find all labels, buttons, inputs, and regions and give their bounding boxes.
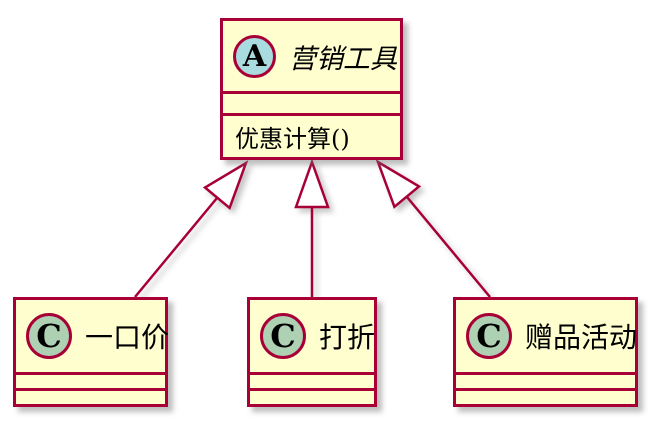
abstract-class-badge-icon: A bbox=[233, 34, 276, 78]
method-label: 优惠计算() bbox=[235, 125, 350, 153]
generalization-arrow-left bbox=[134, 160, 249, 298]
fields-compartment bbox=[250, 372, 374, 388]
class-badge-icon: C bbox=[466, 313, 512, 359]
class-badge-icon: C bbox=[26, 313, 72, 359]
class-title-compartment: C 打折 bbox=[250, 300, 376, 372]
fields-compartment bbox=[16, 372, 165, 388]
methods-compartment bbox=[456, 388, 635, 404]
class-name: 赠品活动 bbox=[525, 321, 638, 354]
class-title-compartment: C 一口价 bbox=[16, 300, 169, 372]
badge-letter: C bbox=[270, 317, 296, 355]
class-badge-icon: C bbox=[260, 313, 306, 359]
class-box-marketing-tool: A 营销工具 优惠计算() bbox=[220, 18, 403, 160]
generalization-arrow-right bbox=[375, 159, 491, 298]
class-box-gift-activity: C 赠品活动 bbox=[453, 297, 638, 407]
methods-compartment bbox=[250, 388, 374, 404]
class-box-fixed-price: C 一口价 bbox=[13, 297, 169, 407]
badge-letter: A bbox=[242, 38, 267, 74]
class-title-compartment: C 赠品活动 bbox=[456, 300, 638, 372]
class-name: 打折 bbox=[319, 321, 376, 354]
class-name: 营销工具 bbox=[289, 43, 397, 75]
fields-compartment bbox=[456, 372, 635, 388]
class-box-discount: C 打折 bbox=[247, 297, 377, 407]
class-title-compartment: A 营销工具 bbox=[223, 21, 400, 91]
hollow-triangle-arrowhead bbox=[294, 158, 330, 209]
generalization-arrow-middle bbox=[294, 158, 330, 297]
badge-letter: C bbox=[36, 317, 62, 355]
fields-compartment bbox=[223, 91, 400, 113]
hollow-triangle-arrowhead bbox=[375, 159, 422, 209]
class-name: 一口价 bbox=[85, 321, 170, 354]
hollow-triangle-arrowhead bbox=[202, 160, 249, 210]
badge-letter: C bbox=[476, 317, 502, 355]
methods-compartment bbox=[16, 388, 165, 404]
methods-compartment: 优惠计算() bbox=[223, 113, 400, 157]
